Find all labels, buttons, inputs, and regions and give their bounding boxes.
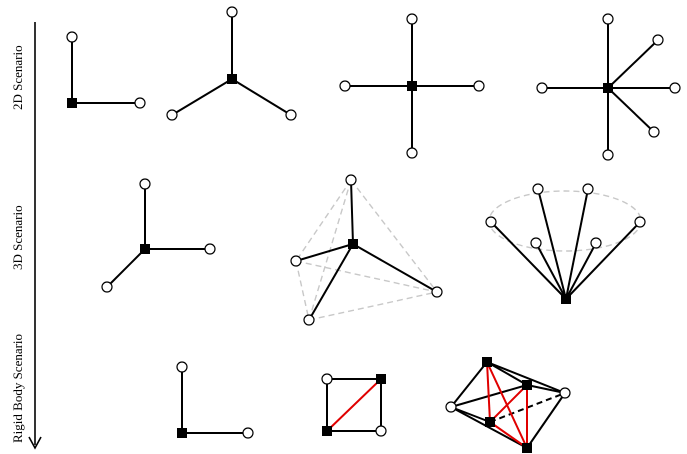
edge (450, 406, 528, 449)
anchor-node (322, 426, 332, 436)
guide-edge (295, 179, 352, 262)
end-node (669, 82, 681, 94)
row-label-2d: 2D Scenario (10, 45, 25, 110)
anchor-node (522, 443, 532, 453)
end-node (242, 427, 254, 439)
diagram-rigid-two-links (176, 361, 254, 439)
diagram-rigid-square (321, 373, 387, 437)
anchor-node (67, 98, 77, 108)
edge (526, 392, 566, 449)
diagram-2d-four-links (339, 13, 485, 159)
end-node (485, 216, 497, 228)
end-node (530, 237, 542, 249)
edge (565, 221, 641, 300)
end-node (406, 147, 418, 159)
edge (607, 39, 659, 89)
end-node (582, 183, 594, 195)
axis-arrowhead (28, 436, 42, 450)
diagram-2d-many-links (536, 13, 681, 161)
edge (535, 242, 567, 300)
end-node (290, 255, 302, 267)
edge (486, 361, 528, 386)
anchor-node (376, 374, 386, 384)
anchor-node (603, 83, 613, 93)
end-node (101, 281, 113, 293)
diagram-2d-three-links (166, 6, 297, 121)
anchor-node (407, 81, 417, 91)
diagram-3d-cone (485, 183, 646, 304)
end-node (532, 183, 544, 195)
edge (295, 243, 354, 262)
end-node (139, 178, 151, 190)
anchor-node (482, 357, 492, 367)
row-label-3d: 3D Scenario (10, 205, 25, 270)
anchor-node (561, 294, 571, 304)
row-label-rigid: Rigid Body Scenario (10, 334, 25, 443)
end-node (602, 13, 614, 25)
diagram-rigid-body (445, 357, 571, 453)
edge (537, 188, 567, 300)
end-node (559, 387, 571, 399)
end-node (226, 6, 238, 18)
end-node (445, 401, 457, 413)
edge (171, 78, 233, 116)
end-node (134, 97, 146, 109)
edge (565, 188, 589, 300)
end-node (590, 237, 602, 249)
edge (450, 361, 488, 408)
edge (106, 248, 146, 288)
rigid-link (489, 384, 528, 423)
end-node (66, 31, 78, 43)
anchor-node (522, 380, 532, 390)
guide-edge (308, 291, 438, 321)
end-node (303, 314, 315, 326)
end-node (406, 13, 418, 25)
edge (490, 221, 567, 300)
diagram-2d-two-links (66, 31, 146, 109)
edge (565, 242, 597, 300)
guide-edge (295, 260, 438, 293)
anchor-node (348, 239, 358, 249)
end-node (652, 34, 664, 46)
anchor-node (227, 74, 237, 84)
edge (350, 179, 354, 245)
end-node (285, 109, 297, 121)
edge (526, 384, 566, 394)
end-node (166, 109, 178, 121)
end-node (339, 80, 351, 92)
diagram-3d-tetrahedron (290, 174, 443, 326)
end-node (473, 80, 485, 92)
edge (231, 78, 292, 116)
end-node (345, 174, 357, 186)
anchor-node (177, 428, 187, 438)
end-node (602, 149, 614, 161)
diagram-3d-three-links (101, 178, 216, 293)
rigid-link (489, 421, 528, 449)
edge (352, 243, 438, 293)
anchor-node (140, 244, 150, 254)
end-node (321, 373, 333, 385)
rigid-link (486, 361, 491, 423)
edge (486, 361, 566, 394)
anchor-node (485, 417, 495, 427)
end-node (536, 82, 548, 94)
rigid-link (326, 378, 382, 432)
guide-edge (350, 179, 438, 293)
end-node (176, 361, 188, 373)
end-node (648, 126, 660, 138)
scenario-axis (28, 22, 42, 450)
end-node (204, 243, 216, 255)
edge (607, 87, 655, 133)
end-node (375, 425, 387, 437)
edge (308, 243, 354, 321)
end-node (431, 286, 443, 298)
end-node (634, 216, 646, 228)
guide-edge (295, 260, 310, 321)
